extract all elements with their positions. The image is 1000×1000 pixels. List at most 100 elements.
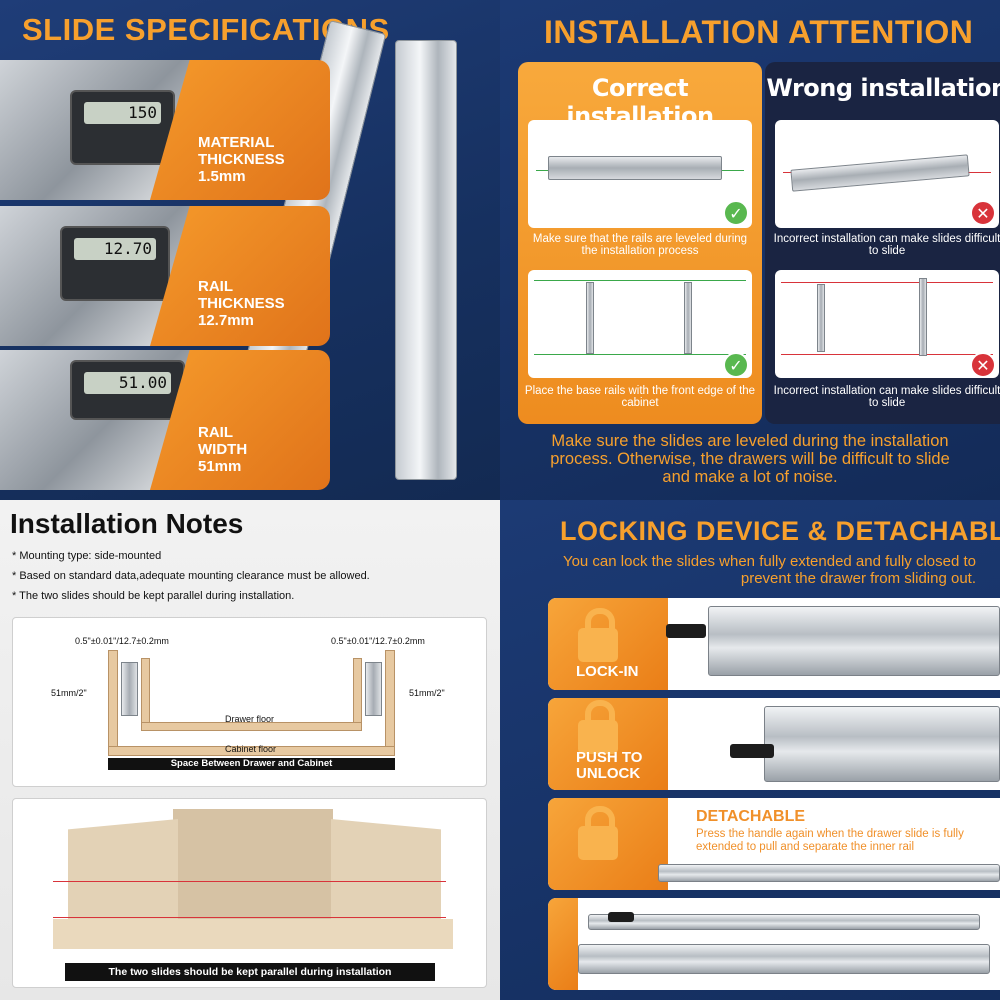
installation-notes-panel: Installation Notes * Mounting type: side… <box>0 500 500 1000</box>
locking-device-title: LOCKING DEVICE & DETACHABLE <box>560 516 1000 546</box>
caliper-reading: 12.70 <box>74 238 156 260</box>
drawer-right-wall <box>353 658 362 730</box>
spec-label: RAIL THICKNESS 12.7mm <box>198 278 285 329</box>
drawer-floor-board <box>141 722 362 731</box>
rail-diagram <box>919 278 927 356</box>
digital-caliper: 150 <box>70 90 175 165</box>
spec-value: 1.5mm <box>198 168 246 185</box>
wrong-installation-column: Wrong installation ✕ Incorrect installat… <box>765 62 1000 424</box>
lock-in-label: LOCK-IN <box>576 663 639 680</box>
detachable-rail <box>658 864 1000 882</box>
spec-label: RAIL WIDTH 51mm <box>198 424 247 475</box>
spec-row-material-thickness: 150 MATERIAL THICKNESS 1.5mm <box>0 60 330 200</box>
cabinet-floor-label: Cabinet floor <box>225 744 277 754</box>
left-height-label: 51mm/2" <box>51 688 87 698</box>
rail-diagram <box>586 282 594 354</box>
correct-installation-column: Correct installation ✓ Make sure that th… <box>518 62 762 424</box>
spec-label-line2: THICKNESS <box>198 295 285 312</box>
detachable-row: DETACHABLE Press the handle again when t… <box>548 798 1000 890</box>
bullet-item: * The two slides should be kept parallel… <box>12 590 295 602</box>
push-to-unlock-label: PUSH TO UNLOCK <box>576 750 642 782</box>
spec-label-line2: THICKNESS <box>198 151 285 168</box>
cabinet-left-wall <box>108 650 118 756</box>
installation-attention-note: Make sure the slides are leveled during … <box>550 432 950 486</box>
push-to-unlock-row: PUSH TO UNLOCK <box>548 698 1000 790</box>
rail-diagram <box>548 156 722 180</box>
caliper-reading: 51.00 <box>84 372 171 394</box>
cabinet-right-wall <box>385 650 395 756</box>
drawer-floor-label: Drawer floor <box>225 714 275 724</box>
spec-label-line1: RAIL <box>198 424 233 441</box>
left-tolerance-label: 0.5"±0.01"/12.7±0.2mm <box>75 636 169 646</box>
inner-rail <box>588 914 980 930</box>
installation-notes-bullets: * Mounting type: side-mounted * Based on… <box>12 546 370 606</box>
separated-orange-panel <box>548 898 578 990</box>
digital-caliper: 51.00 <box>70 360 185 420</box>
wrong-level-card <box>775 120 999 228</box>
padlock-icon <box>578 806 618 860</box>
padlock-icon <box>578 608 618 662</box>
space-between-bar: Space Between Drawer and Cabinet <box>108 758 395 770</box>
installation-attention-title: INSTALLATION ATTENTION <box>544 14 974 50</box>
parallel-guide-line <box>53 881 446 882</box>
spec-row-rail-width: 51.00 RAIL WIDTH 51mm <box>0 350 330 490</box>
lock-in-rail <box>708 606 1000 676</box>
spec-row-rail-thickness: 12.70 RAIL THICKNESS 12.7mm <box>0 206 330 346</box>
spec-label-line1: RAIL <box>198 278 233 295</box>
push-unlock-rail <box>764 706 1000 782</box>
wrong-caption: Incorrect installation can make slides d… <box>773 233 1000 257</box>
rail-diagram <box>790 154 970 192</box>
correct-caption: Place the base rails with the front edge… <box>524 385 756 409</box>
drawer-back-panel <box>173 809 333 929</box>
caliper-photo: 12.70 <box>0 206 190 346</box>
right-slide <box>365 662 382 716</box>
slide-specifications-panel: SLIDE SPECIFICATIONS 150 MATERIAL THICKN… <box>0 0 500 500</box>
wrong-caption: Incorrect installation can make slides d… <box>773 385 1000 409</box>
caliper-photo: 51.00 <box>0 350 190 490</box>
correct-caption: Make sure that the rails are leveled dur… <box>532 233 748 257</box>
locking-subtitle: You can lock the slides when fully exten… <box>562 553 976 587</box>
x-mark-icon: ✕ <box>970 352 996 378</box>
locking-device-panel: LOCKING DEVICE & DETACHABLE You can lock… <box>500 500 1000 1000</box>
lock-in-row: LOCK-IN <box>548 598 1000 690</box>
drawer-photo: The two slides should be kept parallel d… <box>12 798 487 988</box>
installation-notes-title: Installation Notes <box>10 508 244 539</box>
detachable-text: Press the handle again when the drawer s… <box>696 828 964 853</box>
spec-label-line1: MATERIAL <box>198 134 275 151</box>
level-line <box>534 280 746 281</box>
unlock-label: UNLOCK <box>576 765 641 782</box>
rail-diagram <box>817 284 825 352</box>
wrong-installation-heading: Wrong installation <box>766 74 1000 102</box>
checkmark-icon: ✓ <box>723 200 749 226</box>
digital-caliper: 12.70 <box>60 226 170 301</box>
spec-label-line2: WIDTH <box>198 441 248 458</box>
level-line <box>781 354 993 355</box>
slide-rail-image-2 <box>395 40 457 480</box>
padlock-icon <box>578 700 618 754</box>
drawer-left-wall <box>141 658 150 730</box>
detachable-title: DETACHABLE <box>696 808 806 825</box>
rail-handle <box>608 912 634 922</box>
level-line <box>781 282 993 283</box>
spec-label: MATERIAL THICKNESS 1.5mm <box>198 134 285 185</box>
x-mark-icon: ✕ <box>970 200 996 226</box>
drawer-floor-photo <box>53 919 453 949</box>
checkmark-icon: ✓ <box>723 352 749 378</box>
installation-attention-panel: INSTALLATION ATTENTION Correct installat… <box>500 0 1000 500</box>
separated-rails-row <box>548 898 1000 990</box>
parallel-guide-line <box>53 917 446 918</box>
unlock-handle <box>730 744 774 758</box>
caliper-reading: 150 <box>84 102 161 124</box>
cabinet-floor <box>108 746 395 756</box>
right-height-label: 51mm/2" <box>409 688 445 698</box>
correct-level-card <box>528 120 752 228</box>
rail-diagram <box>684 282 692 354</box>
outer-rail <box>578 944 990 974</box>
spec-value: 51mm <box>198 458 242 475</box>
spec-value: 12.7mm <box>198 312 254 329</box>
correct-front-edge-card <box>528 270 752 378</box>
left-slide <box>121 662 138 716</box>
push-to-label: PUSH TO <box>576 749 643 766</box>
clearance-diagram: 0.5"±0.01"/12.7±0.2mm 0.5"±0.01"/12.7±0.… <box>12 617 487 787</box>
bullet-item: * Mounting type: side-mounted <box>12 550 162 562</box>
